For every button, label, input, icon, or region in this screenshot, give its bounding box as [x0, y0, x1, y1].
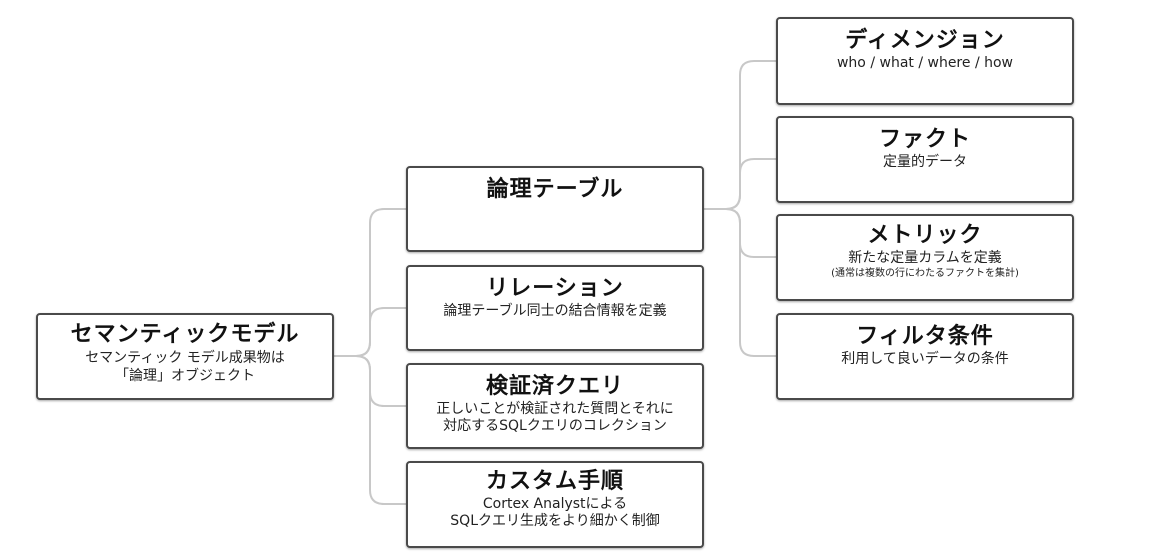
verified-query-desc-line1: 正しいことが検証された質問とそれに	[436, 401, 674, 417]
relationship-desc: 論理テーブル同士の結合情報を定義	[443, 303, 667, 319]
relationship-title: リレーション	[486, 276, 624, 301]
root-desc-line2: 「論理」オブジェクト	[115, 368, 255, 384]
connector-logical-to-filter	[704, 208, 776, 357]
logical-table-title: 論理テーブル	[486, 177, 624, 202]
node-filter: フィルタ条件 利用して良いデータの条件	[776, 313, 1074, 400]
node-custom-instruction: カスタム手順 Cortex Analystによる SQLクエリ生成をより細かく制…	[406, 461, 704, 548]
connector-root-to-custom-instruction	[334, 355, 406, 505]
metric-note: (通常は複数の行にわたるファクトを集計)	[831, 268, 1019, 279]
metric-desc: 新たな定量カラムを定義	[848, 250, 1002, 266]
node-dimension: ディメンジョン who / what / where / how	[776, 17, 1074, 105]
custom-instruction-desc-line2: SQLクエリ生成をより細かく制御	[450, 513, 660, 529]
filter-desc: 利用して良いデータの条件	[841, 351, 1009, 367]
verified-query-title: 検証済クエリ	[485, 374, 624, 399]
node-metric: メトリック 新たな定量カラムを定義 (通常は複数の行にわたるファクトを集計)	[776, 214, 1074, 301]
node-logical-table: 論理テーブル	[406, 166, 704, 252]
connector-logical-to-fact	[704, 158, 776, 210]
custom-instruction-title: カスタム手順	[485, 469, 624, 494]
root-desc-line1: セマンティック モデル成果物は	[85, 350, 285, 366]
verified-query-desc-line2: 対応するSQLクエリのコレクション	[443, 418, 667, 434]
node-relationship: リレーション 論理テーブル同士の結合情報を定義	[406, 265, 704, 351]
node-fact: ファクト 定量的データ	[776, 116, 1074, 203]
filter-title: フィルタ条件	[856, 324, 994, 349]
root-title: セマンティックモデル	[70, 322, 300, 347]
fact-title: ファクト	[878, 127, 971, 152]
fact-desc: 定量的データ	[883, 154, 967, 170]
dimension-title: ディメンジョン	[845, 28, 1005, 53]
connector-root-to-relationship	[334, 307, 406, 357]
node-verified-query: 検証済クエリ 正しいことが検証された質問とそれに 対応するSQLクエリのコレクシ…	[406, 363, 704, 449]
metric-title: メトリック	[867, 223, 983, 248]
custom-instruction-desc-line1: Cortex Analystによる	[482, 496, 628, 512]
root-node-semantic-model: セマンティックモデル セマンティック モデル成果物は 「論理」オブジェクト	[36, 313, 334, 400]
dimension-desc: who / what / where / how	[836, 55, 1014, 71]
